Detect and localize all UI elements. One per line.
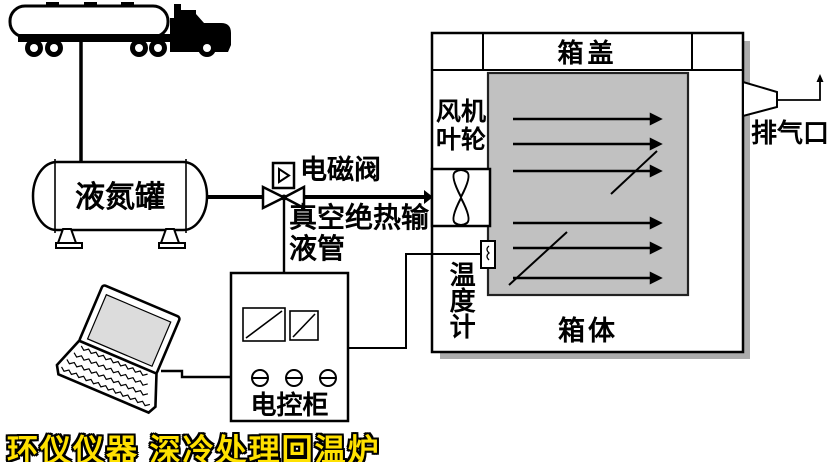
cabinet-label: 电控柜 bbox=[250, 391, 329, 420]
watermark-text: 环仪仪器 深冷处理回温炉 bbox=[7, 433, 381, 462]
fan-label-line2: 叶轮 bbox=[435, 127, 486, 154]
temperature-sensor-icon bbox=[480, 240, 496, 269]
airflow-diagonal-lines bbox=[508, 150, 658, 286]
truck-wheels bbox=[25, 39, 216, 57]
control-cabinet bbox=[229, 271, 350, 423]
tank-legs bbox=[55, 228, 186, 249]
laptop-screen bbox=[86, 293, 172, 368]
solenoid-valve-icon bbox=[261, 161, 306, 211]
airflow-arrow-icons bbox=[513, 112, 663, 285]
fill-line-arrow bbox=[75, 42, 87, 172]
chamber-lid-label: 箱盖 bbox=[557, 39, 618, 68]
fan-impeller-icon bbox=[452, 169, 470, 226]
thermometer-label: 温度计 bbox=[446, 261, 476, 339]
tank-label: 液氮罐 bbox=[75, 181, 165, 214]
chamber-interior bbox=[486, 71, 690, 297]
laptop-icon bbox=[55, 284, 181, 415]
pipe-label: 真空绝热输 液管 bbox=[289, 203, 429, 266]
rewarming-chamber bbox=[430, 31, 824, 359]
tanker-truck-icon bbox=[8, 2, 231, 57]
fan-label-line1: 风机 bbox=[435, 99, 486, 126]
fan-label: 风机 叶轮 bbox=[431, 99, 491, 155]
laptop-keys bbox=[61, 345, 151, 407]
knob-icons bbox=[251, 369, 337, 387]
exhaust-nozzle-icon bbox=[742, 74, 824, 118]
pipe-label-line2: 液管 bbox=[289, 234, 346, 266]
truck-cab bbox=[170, 4, 231, 52]
sensor-signal-wire bbox=[348, 253, 483, 349]
meter-icons bbox=[242, 307, 319, 342]
laptop-keyboard bbox=[55, 339, 158, 415]
wire-laptop-to-cabinet bbox=[161, 369, 231, 379]
chamber-body-label: 箱体 bbox=[558, 316, 618, 346]
valve-label: 电磁阀 bbox=[300, 155, 381, 185]
pipe-label-line1: 真空绝热输 bbox=[289, 203, 430, 234]
exhaust-label: 排气口 bbox=[751, 119, 830, 148]
pipe-valve-to-chamber bbox=[304, 190, 433, 204]
